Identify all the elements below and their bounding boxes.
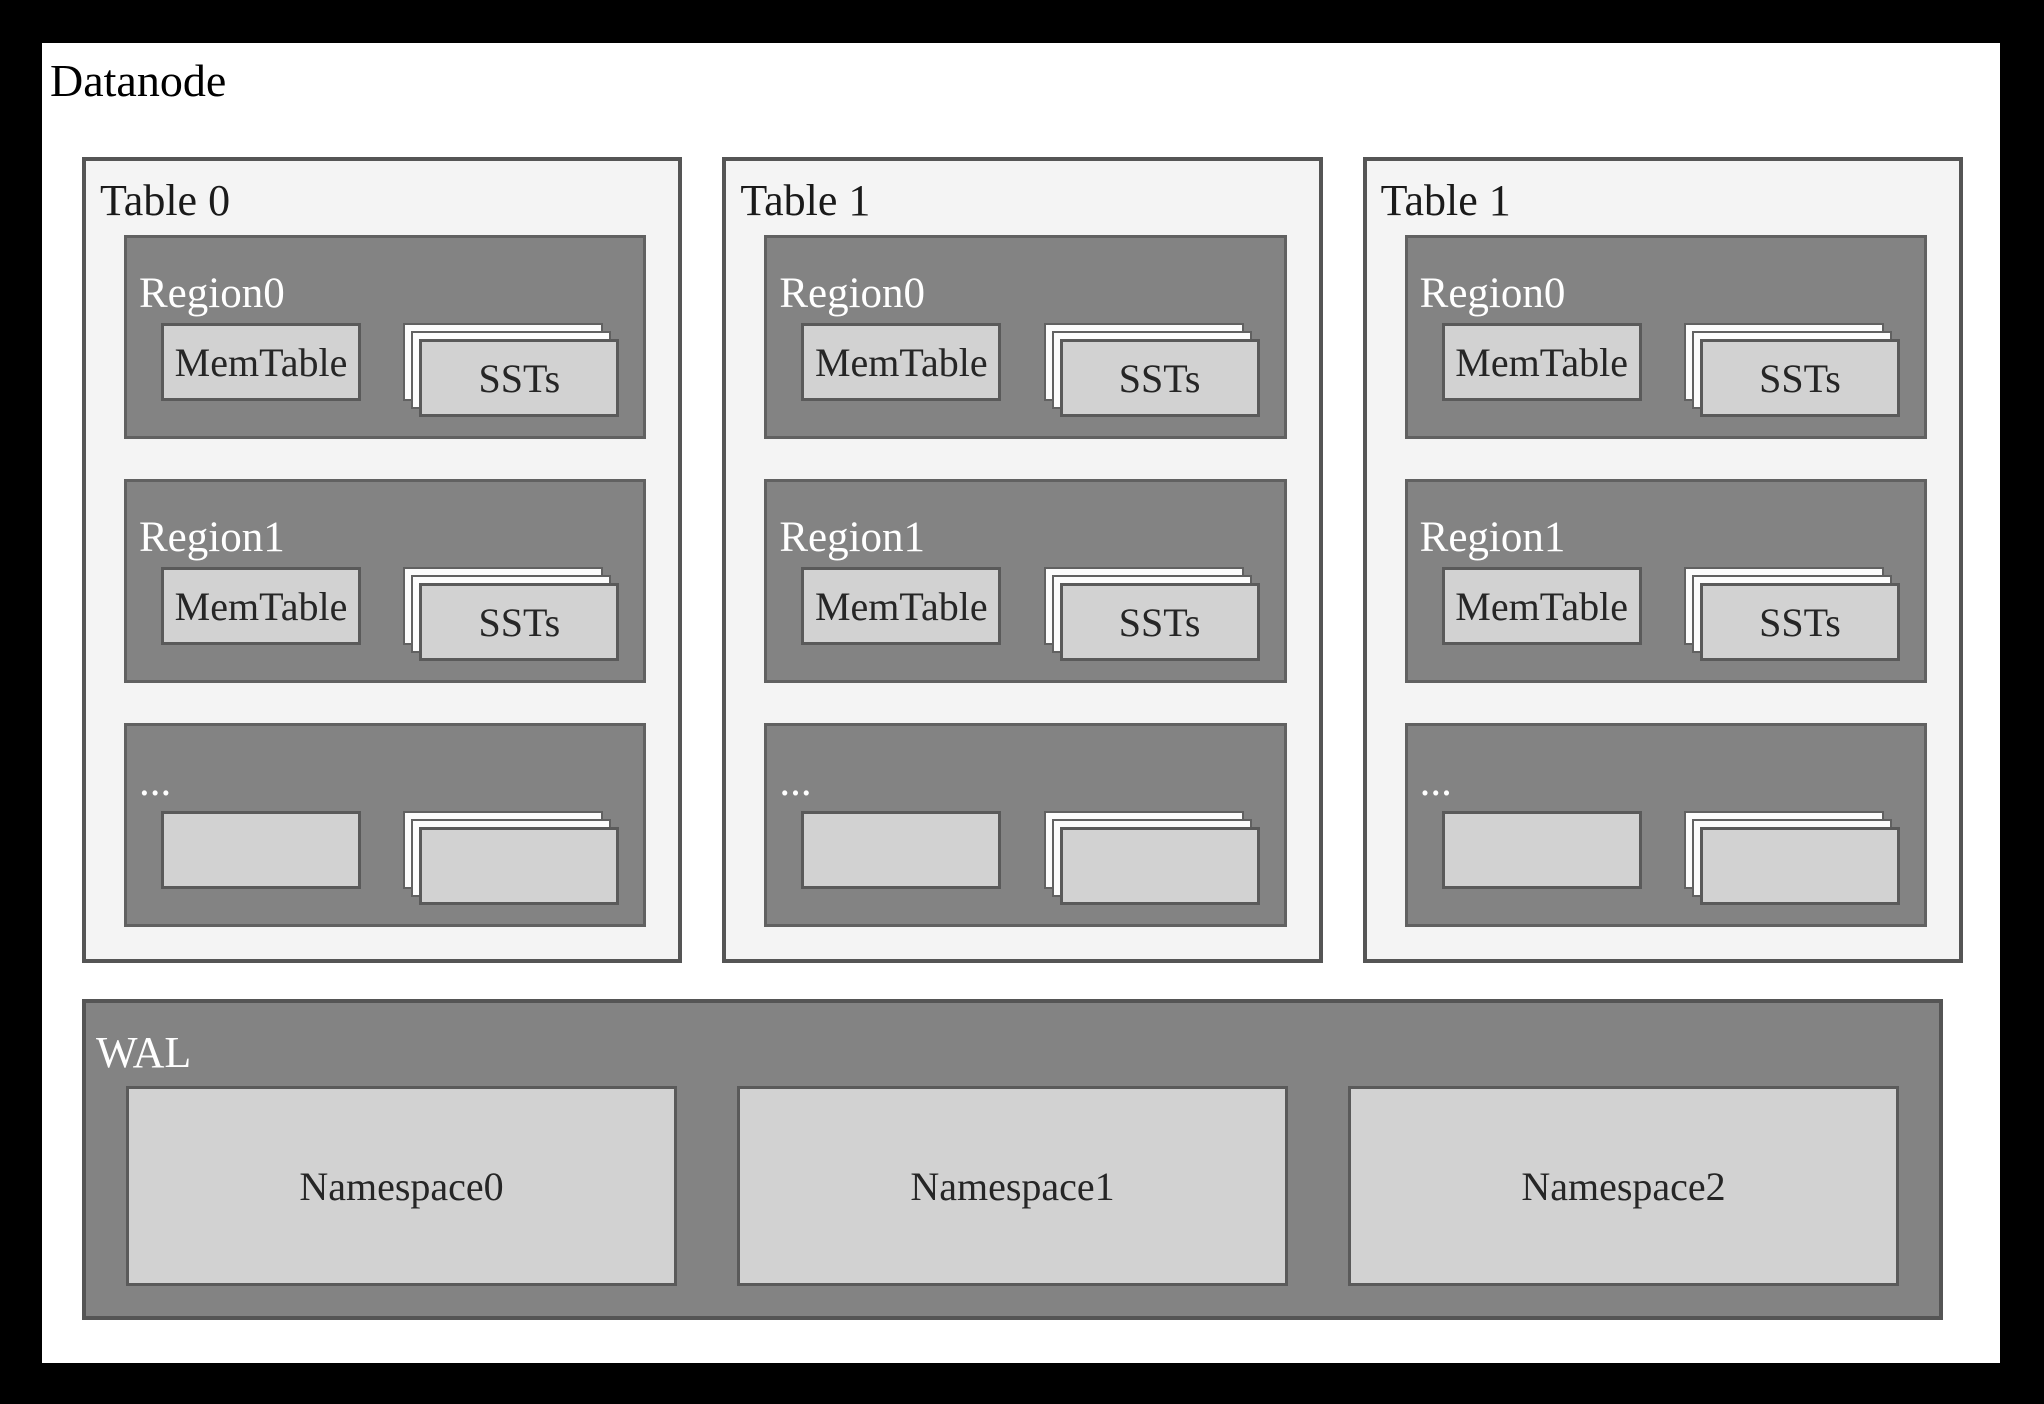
ssts-card-front: [1699, 827, 1900, 905]
region-label: ...: [139, 758, 172, 805]
table-box-2: Table 1 Region0 MemTable SSTs: [1362, 157, 1963, 963]
ssts-stack: [403, 811, 620, 905]
region-row: MemTable SSTs: [137, 564, 631, 661]
namespace-box: Namespace1: [737, 1086, 1288, 1286]
table-box-0: Table 0 Region0 MemTable SSTs: [82, 157, 683, 963]
ssts-card-front: SSTs: [1059, 583, 1260, 661]
region-label: Region1: [1419, 514, 1566, 561]
ssts-stack: SSTs: [1043, 567, 1260, 661]
wal-box: WAL Namespace0 Namespace1 Namespace2: [82, 999, 1943, 1320]
region-row: MemTable SSTs: [1418, 320, 1912, 417]
ssts-card-front: SSTs: [419, 583, 620, 661]
region-row: [137, 808, 631, 905]
ssts-card-front: SSTs: [1059, 339, 1260, 417]
memtable-box: MemTable: [801, 323, 1002, 401]
regions-column: Region0 MemTable SSTs Region1: [1404, 235, 1927, 935]
ssts-card-front: SSTs: [1699, 339, 1900, 417]
ssts-stack: SSTs: [403, 567, 620, 661]
region-label: ...: [779, 758, 812, 805]
table-label: Table 1: [1380, 176, 1511, 225]
ssts-stack: SSTs: [403, 323, 620, 417]
memtable-box: [161, 811, 361, 889]
region-box: Region1 MemTable SSTs: [764, 479, 1287, 683]
memtable-box: MemTable: [1441, 567, 1642, 645]
memtable-box: [1441, 811, 1642, 889]
ssts-card-front: SSTs: [419, 339, 620, 417]
region-label: Region0: [139, 270, 285, 317]
regions-column: Region0 MemTable SSTs Region1: [124, 235, 647, 935]
memtable-box: MemTable: [801, 567, 1002, 645]
wal-label: WAL: [96, 1028, 192, 1077]
region-box-more: ...: [124, 723, 647, 927]
memtable-box: MemTable: [161, 567, 361, 645]
regions-column: Region0 MemTable SSTs Region1: [764, 235, 1287, 935]
region-row: [1418, 808, 1912, 905]
namespace-box: Namespace0: [126, 1086, 677, 1286]
region-box: Region1 MemTable SSTs: [1404, 479, 1927, 683]
region-box: Region0 MemTable SSTs: [764, 235, 1287, 439]
ssts-stack: [1043, 811, 1260, 905]
memtable-box: MemTable: [1441, 323, 1642, 401]
region-label: Region1: [779, 514, 926, 561]
region-box-more: ...: [1404, 723, 1927, 927]
region-label: Region0: [779, 270, 926, 317]
table-label: Table 0: [100, 176, 231, 225]
region-box: Region0 MemTable SSTs: [1404, 235, 1927, 439]
namespaces-row: Namespace0 Namespace1 Namespace2: [126, 1086, 1899, 1286]
region-row: MemTable SSTs: [1418, 564, 1912, 661]
ssts-stack: SSTs: [1683, 323, 1900, 417]
region-row: MemTable SSTs: [777, 320, 1271, 417]
tables-row: Table 0 Region0 MemTable SSTs: [82, 157, 1963, 963]
diagram-canvas: Datanode Table 0 Region0 MemTable SSTs: [42, 43, 2000, 1363]
page-title: Datanode: [50, 55, 227, 106]
table-label: Table 1: [740, 176, 871, 225]
region-row: [777, 808, 1271, 905]
region-box: Region1 MemTable SSTs: [124, 479, 647, 683]
namespace-box: Namespace2: [1348, 1086, 1899, 1286]
table-box-1: Table 1 Region0 MemTable SSTs: [722, 157, 1323, 963]
memtable-box: MemTable: [161, 323, 361, 401]
region-row: MemTable SSTs: [137, 320, 631, 417]
ssts-stack: SSTs: [1043, 323, 1260, 417]
ssts-stack: [1683, 811, 1900, 905]
region-row: MemTable SSTs: [777, 564, 1271, 661]
ssts-stack: SSTs: [1683, 567, 1900, 661]
region-box-more: ...: [764, 723, 1287, 927]
region-label: Region0: [1419, 270, 1566, 317]
ssts-card-front: SSTs: [1699, 583, 1900, 661]
region-box: Region0 MemTable SSTs: [124, 235, 647, 439]
region-label: ...: [1419, 758, 1452, 805]
ssts-card-front: [419, 827, 620, 905]
ssts-card-front: [1059, 827, 1260, 905]
memtable-box: [801, 811, 1002, 889]
region-label: Region1: [139, 514, 285, 561]
